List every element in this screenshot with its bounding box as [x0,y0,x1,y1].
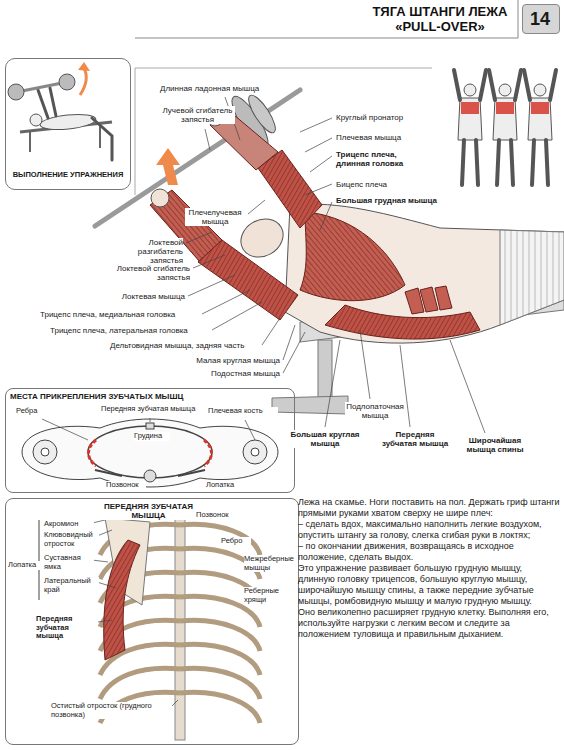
part-label: Передняя зубчатая мышца [36,615,98,641]
part-label: Трицепс плеча, длинная головка [336,150,421,168]
part-label: Большая круглая мышца [290,430,360,448]
part-label: Длинная ладонная мышца [160,84,260,93]
part-label: Локтевой сгибатель запястья [105,264,190,282]
exercise-inset: ВЫПОЛНЕНИЕ УПРАЖНЕНИЯ [5,58,131,190]
description-text: Оно великолепно расширяет грудную клетку… [298,607,560,640]
part-label: Малая круглая мышца [150,356,280,365]
part-label: Ребро [221,537,251,546]
part-label: Трицепс плеча, латеральная головка [50,326,210,335]
part-label: Подлопаточная мышца [345,402,405,420]
part-label: Передняя зубчатая мышца [380,430,450,448]
description-text: – по окончании движения, возвращаясь в и… [298,541,560,563]
description-text: Это упражнение развивает большую грудную… [298,563,560,607]
part-label: Передняя зубчатая мышца [101,405,201,414]
part-label: Реберные хрящи [244,587,288,604]
attachment-panel: МЕСТА ПРИКРЕПЛЕНИЯ ЗУБЧАТЫХ МЫШЦ Ребра Пер… [5,388,295,493]
serratus-panel: ПЕРЕДНЯЯ ЗУБЧАТАЯ МЫШЦААкромионКлювовидн… [5,498,299,745]
part-label: Локтевой разгибатель запястья [105,238,183,266]
part-label: Позвонок [106,481,146,490]
part-label: Подостная мышца [150,369,280,378]
part-label: Клювовидный отросток [44,531,99,548]
number-badge: 14 [522,4,560,34]
part-label: Дельтовидная мышца, задняя часть [110,341,260,350]
part-label: Плечевая кость [208,407,278,416]
description-column: Лежа на скамье. Ноги поставить на пол. Д… [298,497,560,640]
part-label: Лопатка [206,481,246,490]
part-label: Межреберные мышцы [244,555,296,572]
part-label: Плечевая мышца [336,133,426,142]
part-label: Лучевой сгибатель запястья [160,106,235,124]
part-label: Широчайшая мышца спины [455,436,535,454]
inset-caption: ВЫПОЛНЕНИЕ УПРАЖНЕНИЯ [10,171,126,180]
part-label: Лопатка [8,561,40,570]
part-label: Латеральный край [44,577,99,594]
panel-heading: ПЕРЕДНЯЯ ЗУБЧАТАЯ МЫШЦА [86,502,211,520]
part-label: Позвонок [196,511,238,520]
part-label: Локтевая мышца [100,292,185,301]
part-label: Трицепс плеча, медиальная головка [40,310,200,319]
title: ТЯГА ШТАНГИ ЛЕЖА «PULL-OVER» [360,5,520,35]
part-label: Суставная ямка [44,554,94,571]
part-label: Ребра [16,407,44,416]
part-label: Круглый пронатор [336,113,426,122]
part-label: Акромион [44,520,94,529]
part-label: Большая грудная мышца [336,196,446,205]
description-text: – сделать вдох, максимально наполнить ле… [298,519,560,541]
description-text: Лежа на скамье. Ноги поставить на пол. Д… [298,497,560,519]
part-label: Бицепс плеча [336,180,426,189]
callout-number: 14 [523,9,557,30]
panel-heading: МЕСТА ПРИКРЕПЛЕНИЯ ЗУБЧАТЫХ МЫШЦ [10,392,210,401]
part-label: Остистый отросток (грудного позвонка) [51,702,171,719]
part-label: Плечелучевая мышца [185,208,245,226]
part-label: Грудина [134,432,170,441]
